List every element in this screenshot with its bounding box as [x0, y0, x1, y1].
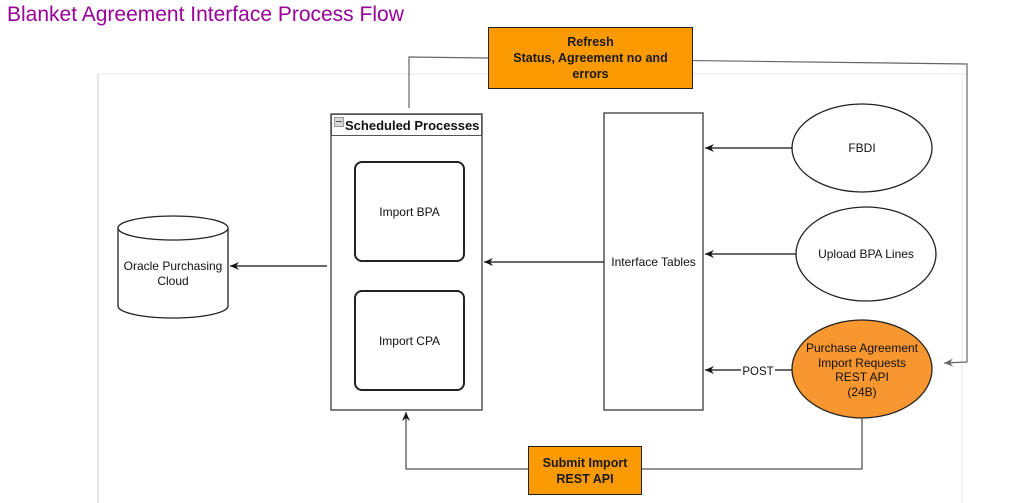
edge-refresh-status: [408, 56, 968, 367]
post-label-bg: [741, 364, 775, 377]
rest-api-label: Purchase Agreement Import Requests REST …: [805, 341, 919, 399]
import-cpa-box[interactable]: [354, 290, 465, 391]
scheduled-processes-header: Scheduled Processes: [331, 114, 482, 136]
scheduled-processes-title: Scheduled Processes: [345, 117, 480, 133]
import-bpa-label: Import BPA: [379, 204, 440, 219]
submit-import-box[interactable]: Submit Import REST API: [528, 446, 642, 495]
import-bpa-box[interactable]: [354, 161, 465, 262]
post-label: POST: [742, 366, 773, 378]
collapse-icon[interactable]: [334, 117, 344, 127]
import-cpa-label: Import CPA: [378, 333, 441, 348]
upload-bpa-lines-label: Upload BPA Lines: [818, 247, 914, 261]
fbdi-label: FBDI: [848, 141, 876, 155]
oracle-cloud-cylinder: [117, 215, 229, 319]
refresh-status-box[interactable]: Refresh Status, Agreement no and errors: [488, 27, 693, 89]
interface-tables-box[interactable]: [603, 112, 704, 411]
oracle-cloud-label: Oracle Purchasing Cloud: [123, 259, 223, 288]
interface-tables-label: Interface Tables: [611, 255, 696, 269]
page-title: Blanket Agreement Interface Process Flow: [7, 3, 404, 26]
